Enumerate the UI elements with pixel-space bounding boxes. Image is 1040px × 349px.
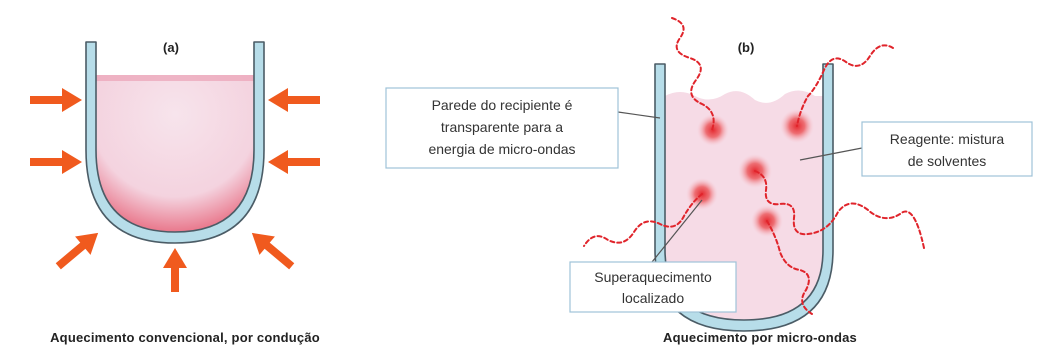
callout-reagent-line-2: de solventes	[908, 153, 987, 169]
heat-arrow-icon	[30, 88, 82, 112]
callout-reagent-leader	[799, 147, 863, 161]
callout-reagent: Reagente: mistura de solventes	[799, 121, 1033, 177]
panel-a: (a)	[30, 40, 320, 345]
callout-wall: Parede do recipiente é transparente para…	[385, 87, 661, 169]
heat-arrow-icon	[30, 150, 82, 174]
panel-b-label: (b)	[738, 40, 755, 55]
heat-arrow-icon	[251, 232, 295, 270]
callout-wall-leader	[617, 111, 661, 119]
callout-hotspot-line-1: Superaquecimento	[594, 269, 712, 285]
panel-a-label: (a)	[163, 40, 179, 55]
microwave-wave-icon	[671, 17, 715, 131]
callout-wall-box	[385, 87, 619, 169]
liquid-surface	[96, 75, 254, 81]
panel-a-liquid	[96, 75, 254, 232]
callout-hotspot-box	[569, 261, 737, 313]
panel-a-vessel-wall	[85, 41, 265, 244]
panel-b: (b) Parede do recipiente é trans	[385, 17, 1033, 345]
heat-arrow-icon	[55, 232, 99, 270]
callout-wall-line-1: Parede do recipiente é	[432, 97, 573, 113]
callout-hotspot: Superaquecimento localizado	[569, 199, 737, 313]
panel-b-caption: Aquecimento por micro-ondas	[663, 330, 857, 345]
microwave-wave-icon	[754, 170, 925, 249]
panel-a-caption: Aquecimento convencional, por condução	[50, 330, 320, 345]
heat-arrows	[30, 88, 320, 292]
microwave-wave-icon	[583, 193, 703, 247]
callout-reagent-box	[861, 121, 1033, 177]
heat-arrow-icon	[268, 150, 320, 174]
callout-hotspot-leader	[651, 199, 703, 263]
callout-hotspot-line-2: localizado	[622, 290, 684, 306]
heat-arrow-icon	[163, 248, 187, 292]
callout-wall-line-3: energia de micro-ondas	[428, 141, 575, 157]
microwaves	[583, 17, 925, 315]
microwave-wave-icon	[796, 44, 894, 127]
callout-wall-line-2: transparente para a	[441, 119, 563, 135]
callout-reagent-line-1: Reagente: mistura	[890, 131, 1005, 147]
heat-arrow-icon	[268, 88, 320, 112]
microwave-wave-icon	[766, 220, 813, 315]
